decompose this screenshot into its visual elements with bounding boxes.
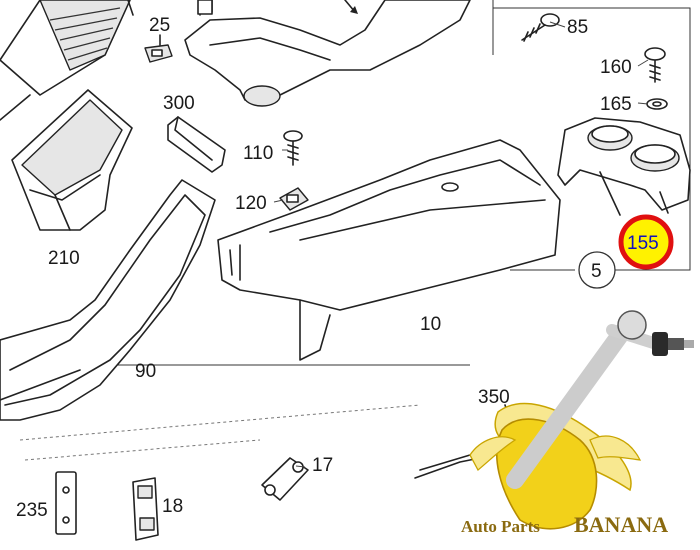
callout-300: 300 (163, 93, 195, 114)
screw-110 (283, 130, 303, 166)
cap-300 (167, 116, 226, 173)
callout-10: 10 (420, 314, 441, 335)
upper-trim-part (127, 0, 471, 107)
washer-165 (646, 98, 668, 110)
callout-350: 350 (478, 387, 510, 408)
top-left-tray (0, 0, 131, 121)
callout-110: 110 (243, 143, 273, 164)
clip-17 (261, 457, 309, 501)
center-console-10 (217, 139, 561, 361)
callout-17: 17 (312, 455, 333, 476)
clip-120 (279, 187, 309, 211)
callout-210: 210 (48, 248, 80, 269)
callout-85: 85 (567, 17, 588, 38)
callout-165: 165 (600, 94, 632, 115)
side-panel-90 (0, 179, 216, 421)
callout-5: 5 (591, 261, 602, 282)
callout-labels: 25 85 160 165 300 110 120 210 10 90 350 … (16, 15, 674, 521)
screw-85 (521, 13, 560, 42)
callout-235: 235 (16, 500, 48, 521)
bracket-18 (132, 477, 159, 541)
banana-logo (469, 310, 694, 530)
callout-25: 25 (149, 15, 170, 36)
highlight-ring-155 (618, 214, 674, 270)
callout-18: 18 (162, 496, 183, 517)
bracket-235 (55, 471, 77, 535)
assembly-circle-5 (578, 251, 616, 289)
watermark-name: BANANA (574, 512, 668, 537)
callout-160: 160 (600, 57, 632, 78)
clip-25 (144, 34, 173, 63)
callout-90: 90 (135, 361, 156, 382)
cup-holder-155 (557, 117, 691, 216)
bin-210 (11, 89, 133, 231)
watermark-prefix: Auto Parts (461, 517, 540, 536)
callout-155: 155 (627, 233, 659, 254)
leader-lines (273, 21, 649, 468)
callout-120: 120 (235, 193, 267, 214)
watermark-text: Auto Parts BANANA (461, 512, 668, 537)
screw-160 (644, 47, 666, 83)
